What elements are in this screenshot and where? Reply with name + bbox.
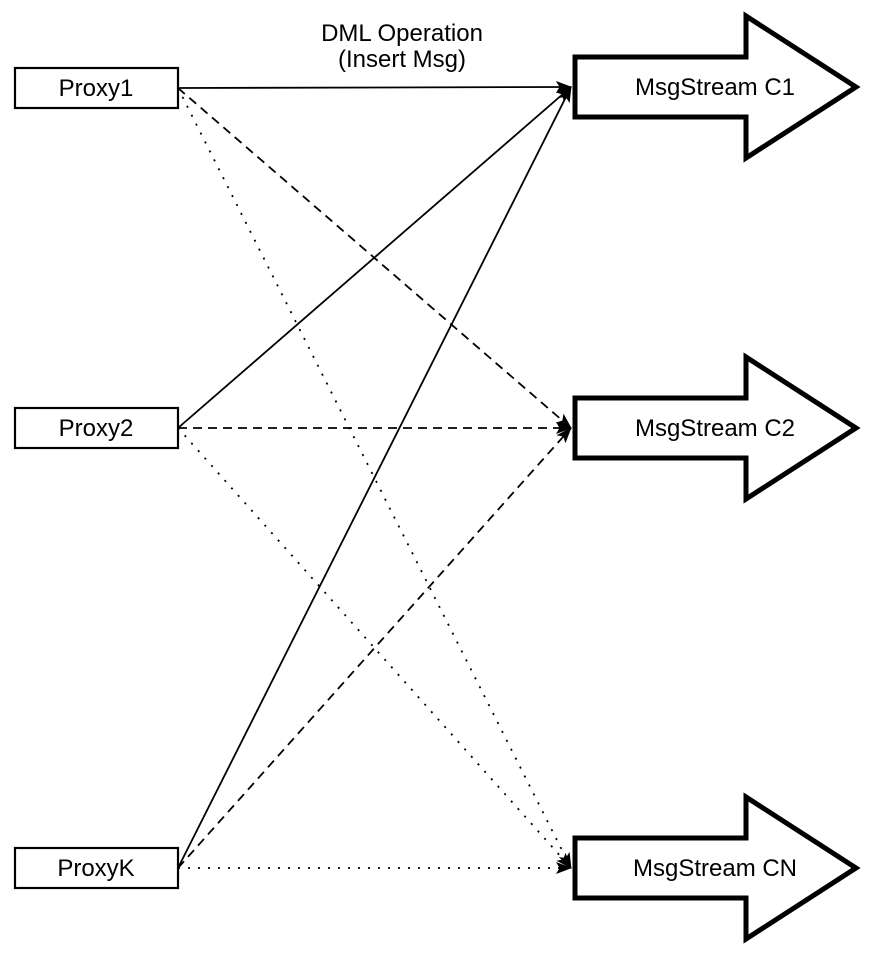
- msgstream-c1-arrow: [572, 11, 861, 163]
- connection-proxy2-cn-dotted: [177, 427, 572, 869]
- proxy2-box: [13, 406, 180, 450]
- node-msgstream-cn: MsgStream CN: [572, 792, 861, 944]
- node-proxy1: Proxy1: [13, 66, 180, 110]
- connections-layer: [177, 81, 572, 874]
- node-msgstream-c1: MsgStream C1: [572, 11, 861, 163]
- msgstream-c2-label: MsgStream C2: [635, 415, 795, 442]
- connection-proxy1-c1-solid: [177, 81, 572, 94]
- connection-proxy2-c1-solid: [177, 86, 572, 429]
- proxy1-label: Proxy1: [59, 75, 134, 102]
- proxyk-box: [13, 846, 180, 890]
- msgstream-c1-label: MsgStream C1: [635, 74, 795, 101]
- node-msgstream-c2: MsgStream C2: [572, 352, 861, 504]
- proxyk-label: ProxyK: [57, 855, 134, 882]
- dml-operation-label-line1: DML Operation: [321, 20, 483, 47]
- dml-operation-label-line2: (Insert Msg): [338, 46, 466, 73]
- msgstream-cn-arrow: [572, 792, 861, 944]
- connection-proxyk-c1-solid: [177, 86, 572, 869]
- msgstream-c2-arrow: [572, 352, 861, 504]
- node-proxyk: ProxyK: [13, 846, 180, 890]
- node-proxy2: Proxy2: [13, 406, 180, 450]
- msgstream-cn-label: MsgStream CN: [633, 855, 797, 882]
- proxy1-box: [13, 66, 180, 110]
- connection-proxyk-c2-dashed: [177, 427, 572, 869]
- proxy2-label: Proxy2: [59, 415, 134, 442]
